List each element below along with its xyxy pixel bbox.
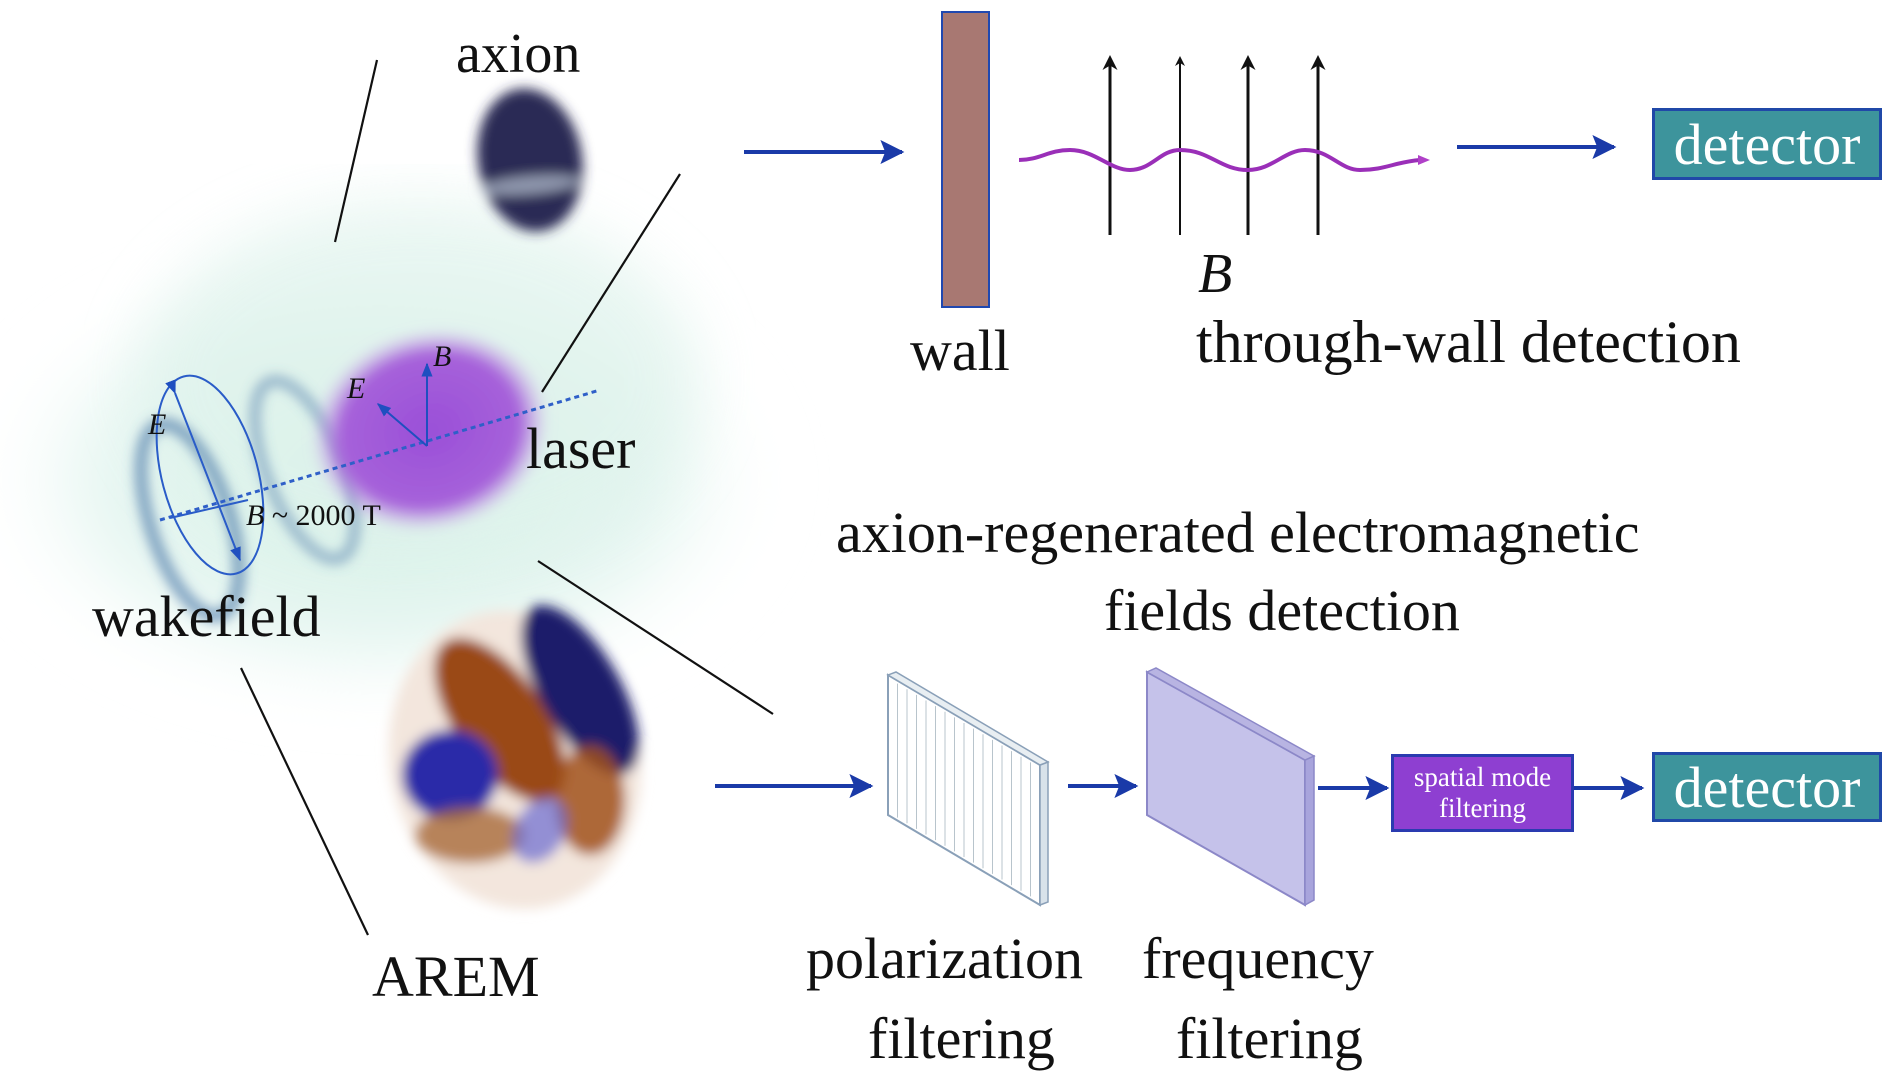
regenerated-photon-wave xyxy=(1018,147,1421,173)
axion-label: axion xyxy=(456,23,581,85)
laser-e-arrow xyxy=(376,403,428,447)
frequency-label-line2: filtering xyxy=(1176,1006,1363,1071)
magnetic-field-lines xyxy=(1102,55,1326,235)
wall xyxy=(941,11,990,308)
wave-arrowhead xyxy=(1418,155,1430,165)
detector-box-bottom: detector xyxy=(1652,752,1882,822)
laser-pulse xyxy=(311,328,549,532)
wake-b-symbol: B xyxy=(246,499,265,532)
arem-detection-title-line2: fields detection xyxy=(1104,578,1460,643)
arem-blob xyxy=(388,605,642,910)
wake-b-value: ~ 2000 T xyxy=(271,499,381,532)
wake-e-label: E xyxy=(148,408,167,441)
wake-b-value-label: B ~ 2000 T xyxy=(246,501,381,531)
spatial-mode-filter-box: spatial mode filtering xyxy=(1391,754,1574,832)
frequency-label-line1: frequency xyxy=(1142,926,1374,991)
frequency-filter xyxy=(1145,667,1316,907)
detector-top-label: detector xyxy=(1673,111,1861,177)
polarization-label-line1: polarization xyxy=(806,926,1084,991)
spatial-label-line2: filtering xyxy=(1439,793,1526,823)
spatial-label-line1: spatial mode xyxy=(1413,761,1552,792)
wall-label: wall xyxy=(910,318,1010,383)
detector-bottom-label: detector xyxy=(1673,754,1861,820)
axion-blob xyxy=(477,88,583,232)
through-wall-detection-label: through-wall detection xyxy=(1196,309,1741,375)
laser-b-label: B xyxy=(433,340,452,373)
arem-label: AREM xyxy=(372,944,540,1009)
b-field-label: B xyxy=(1198,243,1233,305)
wakefield-label: wakefield xyxy=(92,584,321,649)
polarization-label-line2: filtering xyxy=(868,1006,1055,1071)
wake-polarization-ellipse xyxy=(155,374,265,576)
laser-e-label: E xyxy=(347,372,366,405)
arem-detection-title-line1: axion-regenerated electromagnetic xyxy=(836,500,1640,565)
laser-label: laser xyxy=(526,416,636,481)
detector-box-top: detector xyxy=(1652,108,1882,180)
zoom-lines xyxy=(240,59,774,936)
polarization-filter xyxy=(886,671,1050,907)
